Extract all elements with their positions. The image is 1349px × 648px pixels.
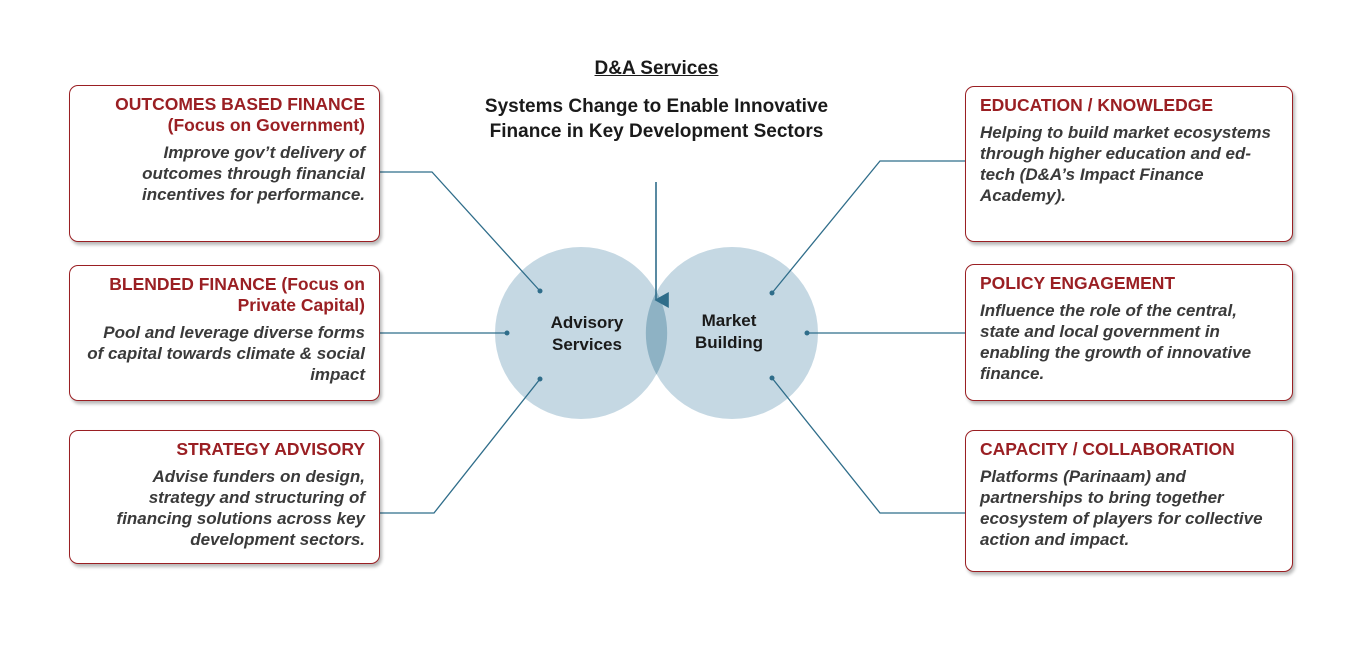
card-title: EDUCATION / KNOWLEDGE	[980, 95, 1214, 115]
card-title: BLENDED FINANCE (Focus on Private Capita…	[109, 274, 365, 315]
card-education-knowledge: EDUCATION / KNOWLEDGE Helping to build m…	[965, 86, 1293, 242]
page-title: D&A Services	[594, 58, 719, 79]
connector-dot-strategy	[537, 376, 543, 382]
card-body: Improve gov’t delivery of outcomes throu…	[142, 143, 365, 204]
connector-strategy	[380, 378, 541, 514]
card-strategy-advisory: STRATEGY ADVISORY Advise funders on desi…	[69, 430, 380, 564]
connector-dot-blended	[504, 330, 510, 336]
connector-dot-policy	[804, 330, 810, 336]
card-capacity-collaboration: CAPACITY / COLLABORATION Platforms (Pari…	[965, 430, 1293, 572]
page-subtitle: Systems Change to Enable Innovative Fina…	[484, 96, 829, 142]
card-title: CAPACITY / COLLABORATION	[980, 439, 1235, 459]
card-body: Helping to build market ecosystems throu…	[980, 123, 1271, 205]
card-title: POLICY ENGAGEMENT	[980, 273, 1176, 293]
card-blended-finance: BLENDED FINANCE (Focus on Private Capita…	[69, 265, 380, 401]
card-body: Platforms (Parinaam) and partnerships to…	[980, 467, 1263, 549]
connector-education	[771, 160, 965, 294]
market-building-label: Market Building	[695, 311, 763, 352]
card-policy-engagement: POLICY ENGAGEMENT Influence the role of …	[965, 264, 1293, 401]
card-body: Advise funders on design, strategy and s…	[116, 467, 365, 549]
card-body: Influence the role of the central, state…	[980, 301, 1252, 383]
card-title: STRATEGY ADVISORY	[176, 439, 365, 459]
venn-overlap	[645, 291, 668, 375]
card-title: OUTCOMES BASED FINANCE (Focus on Governm…	[115, 94, 365, 135]
connector-dot-capacity	[769, 375, 775, 381]
connector-dot-outcomes	[537, 288, 543, 294]
connector-capacity	[771, 377, 965, 514]
card-outcomes-based-finance: OUTCOMES BASED FINANCE (Focus on Governm…	[69, 85, 380, 242]
advisory-services-label: Advisory Services	[550, 313, 624, 354]
connector-outcomes	[380, 171, 541, 292]
card-body: Pool and leverage diverse forms of capit…	[87, 323, 365, 384]
connector-dot-education	[769, 290, 775, 296]
